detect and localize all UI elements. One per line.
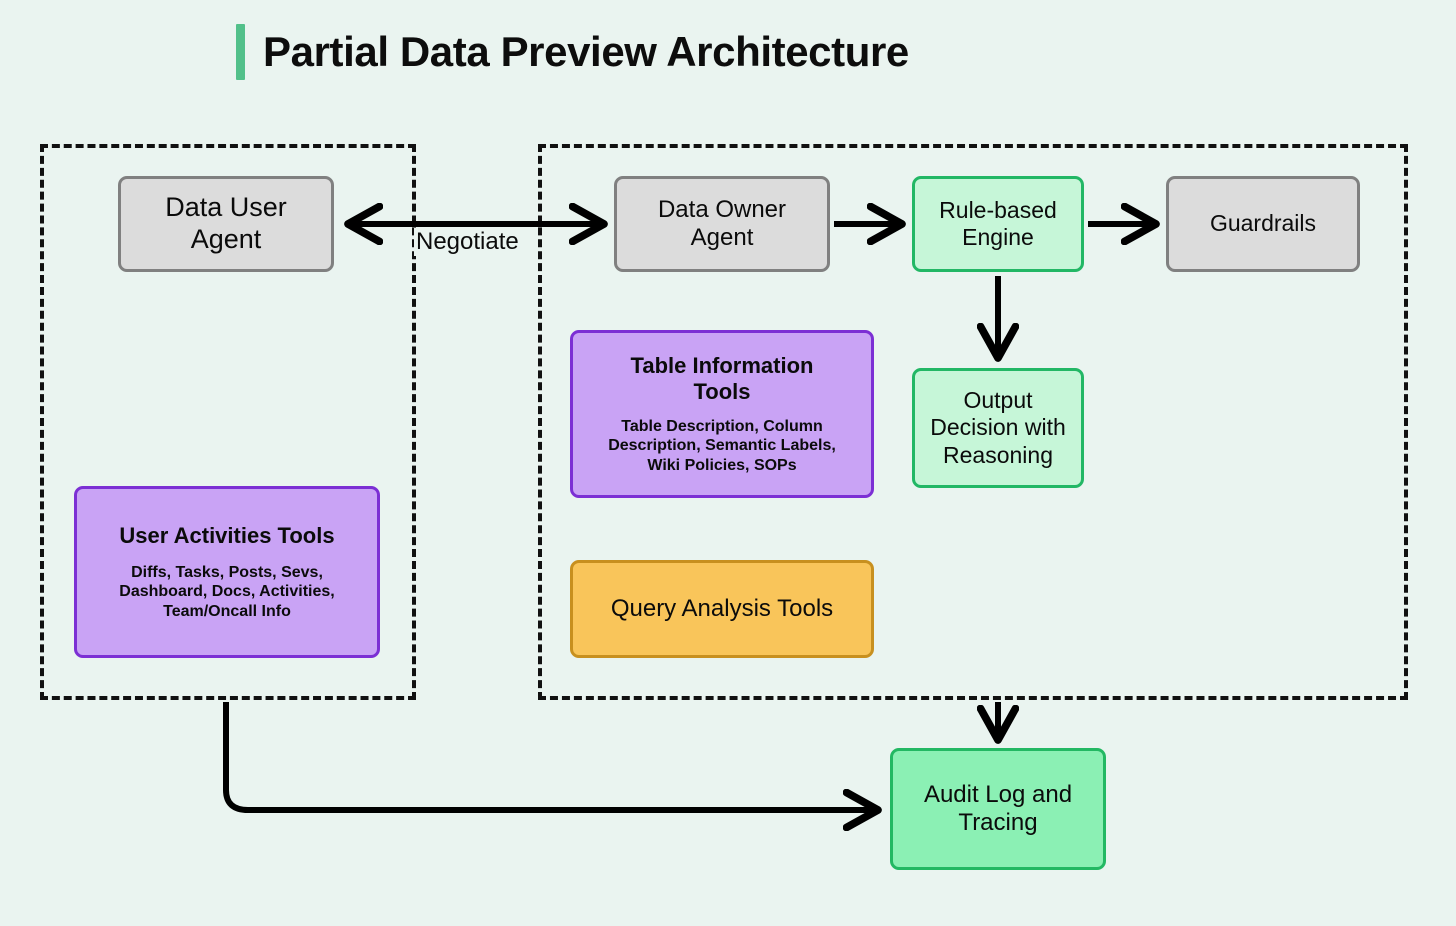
page-title: Partial Data Preview Architecture: [236, 24, 909, 80]
data-owner-agent-group: [538, 144, 1408, 700]
node-audit-log-and-tracing[interactable]: Audit Log and Tracing: [890, 748, 1106, 870]
node-audit-log-and-tracing-label: Audit Log and Tracing: [923, 780, 1073, 836]
node-guardrails-label: Guardrails: [1209, 210, 1317, 237]
node-rule-based-engine[interactable]: Rule-based Engine: [912, 176, 1084, 272]
node-data-user-agent-label: Data User Agent: [165, 192, 287, 254]
node-user-activities-tools[interactable]: User Activities Tools Diffs, Tasks, Post…: [74, 486, 380, 658]
node-query-analysis-tools-label: Query Analysis Tools: [610, 594, 834, 622]
title-accent-bar: [236, 24, 245, 80]
page-title-text: Partial Data Preview Architecture: [263, 28, 909, 75]
node-query-analysis-tools[interactable]: Query Analysis Tools: [570, 560, 874, 658]
node-rule-based-engine-label: Rule-based Engine: [939, 196, 1057, 250]
node-data-owner-agent-label: Data Owner Agent: [657, 195, 787, 251]
node-guardrails[interactable]: Guardrails: [1166, 176, 1360, 272]
data-user-agent-group: [40, 144, 416, 700]
node-data-owner-agent[interactable]: Data Owner Agent: [614, 176, 830, 272]
edge-user-group-to-audit: [223, 702, 878, 810]
node-data-user-agent[interactable]: Data User Agent: [118, 176, 334, 272]
node-table-information-tools[interactable]: Table Information Tools Table Descriptio…: [570, 330, 874, 498]
node-table-information-tools-detail: Table Description, Column Description, S…: [608, 418, 836, 474]
node-table-information-tools-label: Table Information Tools: [630, 353, 814, 405]
node-user-activities-tools-detail: Diffs, Tasks, Posts, Sevs, Dashboard, Do…: [119, 564, 335, 620]
node-output-decision[interactable]: Output Decision with Reasoning: [912, 368, 1084, 488]
node-output-decision-label: Output Decision with Reasoning: [930, 387, 1066, 468]
node-user-activities-tools-label: User Activities Tools: [119, 523, 335, 549]
edge-label-negotiate: Negotiate: [414, 228, 521, 256]
